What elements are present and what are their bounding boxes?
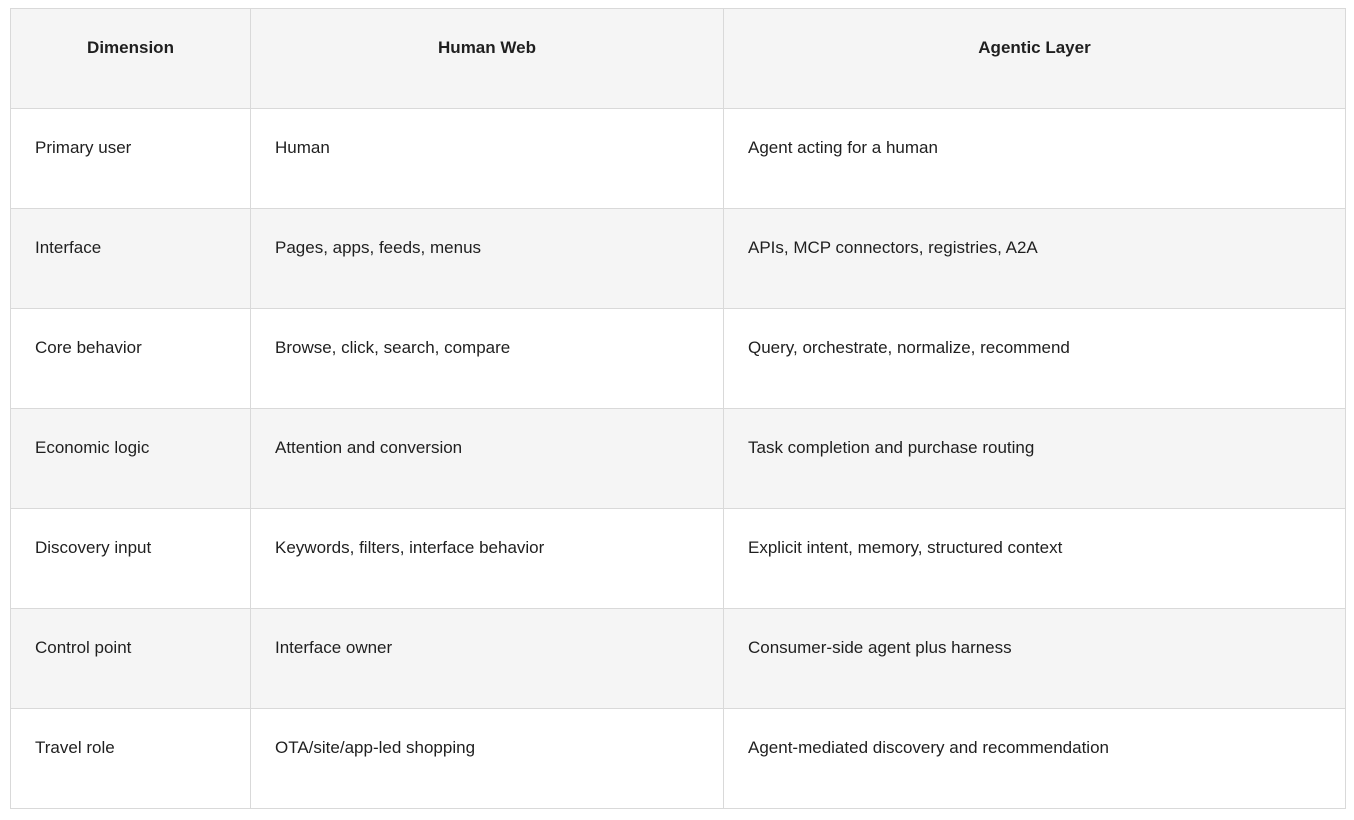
row-label: Discovery input: [10, 508, 251, 609]
table-row-interface: Interface Pages, apps, feeds, menus APIs…: [10, 208, 1346, 309]
table-cell: Pages, apps, feeds, menus: [250, 208, 724, 309]
table-cell: Consumer-side agent plus harness: [723, 608, 1346, 709]
table-cell: APIs, MCP connectors, registries, A2A: [723, 208, 1346, 309]
comparison-table: Dimension Human Web Agentic Layer Primar…: [10, 8, 1346, 809]
column-header-agentic-layer: Agentic Layer: [723, 8, 1346, 109]
table-cell: Query, orchestrate, normalize, recommend: [723, 308, 1346, 409]
table-cell: Browse, click, search, compare: [250, 308, 724, 409]
column-header-dimension: Dimension: [10, 8, 251, 109]
table-cell: Agent-mediated discovery and recommendat…: [723, 708, 1346, 809]
page: Dimension Human Web Agentic Layer Primar…: [0, 8, 1354, 820]
table-cell: OTA/site/app-led shopping: [250, 708, 724, 809]
table-row-core-behavior: Core behavior Browse, click, search, com…: [10, 308, 1346, 409]
column-header-human-web: Human Web: [250, 8, 724, 109]
table-row-economic-logic: Economic logic Attention and conversion …: [10, 408, 1346, 509]
row-label: Core behavior: [10, 308, 251, 409]
header-row: Dimension Human Web Agentic Layer: [10, 8, 1346, 109]
row-label: Control point: [10, 608, 251, 709]
table-cell: Interface owner: [250, 608, 724, 709]
table-row-control-point: Control point Interface owner Consumer-s…: [10, 608, 1346, 709]
table-row-travel-role: Travel role OTA/site/app-led shopping Ag…: [10, 708, 1346, 809]
table-row-primary-user: Primary user Human Agent acting for a hu…: [10, 108, 1346, 209]
row-label: Primary user: [10, 108, 251, 209]
table-cell: Explicit intent, memory, structured cont…: [723, 508, 1346, 609]
table-cell: Attention and conversion: [250, 408, 724, 509]
table-row-discovery-input: Discovery input Keywords, filters, inter…: [10, 508, 1346, 609]
table-cell: Agent acting for a human: [723, 108, 1346, 209]
row-label: Interface: [10, 208, 251, 309]
table-cell: Human: [250, 108, 724, 209]
table-cell: Task completion and purchase routing: [723, 408, 1346, 509]
table-cell: Keywords, filters, interface behavior: [250, 508, 724, 609]
row-label: Economic logic: [10, 408, 251, 509]
row-label: Travel role: [10, 708, 251, 809]
